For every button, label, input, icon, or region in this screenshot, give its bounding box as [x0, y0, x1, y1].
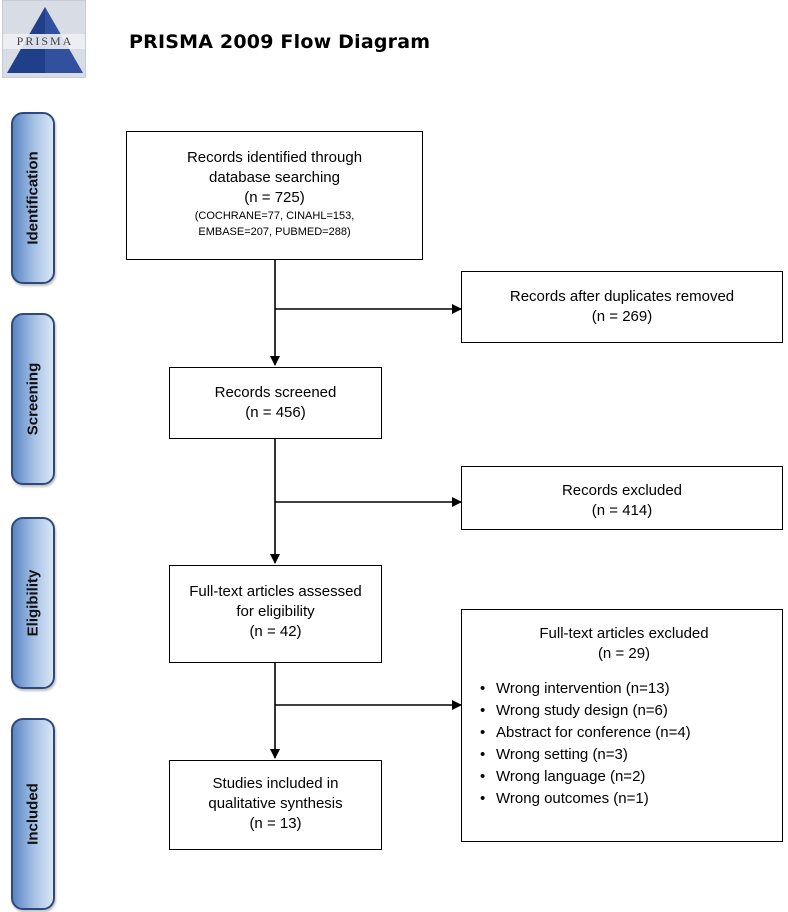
excluded-count: (n = 414)	[591, 502, 653, 519]
fulltext-assessed-box: Full-text articles assessed for eligibil…	[169, 565, 382, 663]
records-excluded-box: Records excluded (n = 414)	[461, 466, 783, 530]
stage-eligibility: Eligibility	[11, 517, 55, 689]
stage-included: Included	[11, 718, 55, 910]
fulltext-count: (n = 42)	[249, 623, 302, 640]
fulltext-excluded-label: Full-text articles excluded	[539, 625, 709, 642]
fulltext-line2: for eligibility	[236, 603, 315, 620]
duplicates-label: Records after duplicates removed	[509, 288, 735, 305]
fulltext-excluded-count: (n = 29)	[597, 645, 651, 662]
identified-line2: database searching	[209, 169, 340, 186]
studies-included-box: Studies included in qualitative synthesi…	[169, 760, 382, 850]
screened-label: Records screened	[214, 384, 337, 401]
exclusion-reason: Abstract for conference (n=4)	[476, 722, 772, 744]
identified-line1: Records identified through	[186, 149, 363, 166]
screened-count: (n = 456)	[245, 404, 306, 421]
exclusion-reason: Wrong intervention (n=13)	[476, 678, 772, 700]
excluded-label: Records excluded	[561, 482, 683, 499]
duplicates-removed-box: Records after duplicates removed (n = 26…	[461, 271, 783, 343]
logo-text: PRISMA	[16, 34, 74, 48]
exclusion-reason: Wrong study design (n=6)	[476, 700, 772, 722]
identified-detail1: (COCHRANE=77, CINAHL=153,	[194, 210, 355, 222]
page-title: PRISMA 2009 Flow Diagram	[129, 31, 431, 53]
included-line2: qualitative synthesis	[208, 795, 343, 812]
exclusion-reason: Wrong setting (n=3)	[476, 744, 772, 766]
stage-screening: Screening	[11, 313, 55, 485]
prisma-logo: PRISMA	[2, 0, 86, 78]
records-identified-box: Records identified through database sear…	[126, 131, 423, 260]
exclusion-reason: Wrong language (n=2)	[476, 766, 772, 788]
included-line1: Studies included in	[212, 775, 339, 792]
duplicates-count: (n = 269)	[591, 308, 653, 325]
fulltext-line1: Full-text articles assessed	[189, 583, 362, 600]
fulltext-excluded-box: Full-text articles excluded (n = 29) Wro…	[461, 609, 783, 842]
exclusion-reasons-list: Wrong intervention (n=13) Wrong study de…	[476, 678, 772, 810]
exclusion-reason: Wrong outcomes (n=1)	[476, 788, 772, 810]
included-count: (n = 13)	[249, 815, 302, 832]
identified-detail2: EMBASE=207, PUBMED=288)	[198, 226, 351, 238]
identified-count: (n = 725)	[244, 189, 305, 206]
records-screened-box: Records screened (n = 456)	[169, 367, 382, 439]
stage-identification: Identification	[11, 112, 55, 284]
